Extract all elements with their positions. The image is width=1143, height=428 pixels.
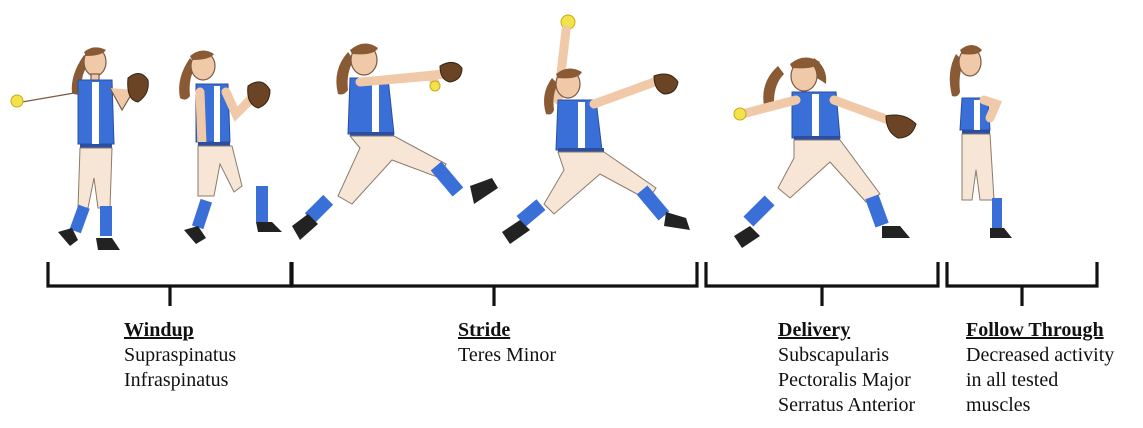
pitcher-figure-stride-2 — [502, 15, 690, 244]
phase-delivery: Delivery Subscapularis Pectoralis Major … — [778, 318, 915, 418]
phase-title-delivery: Delivery — [778, 318, 915, 343]
bracket-stride — [291, 262, 697, 306]
muscle-label: Pectoralis Major — [778, 368, 915, 393]
phase-follow-through: Follow Through Decreased activity in all… — [966, 318, 1114, 418]
pitcher-figure-follow-through — [950, 45, 1012, 238]
pitcher-figure-delivery — [734, 57, 916, 248]
muscle-label: Supraspinatus — [124, 343, 236, 368]
phase-title-stride: Stride — [458, 318, 556, 343]
bracket-follow-through — [947, 262, 1097, 306]
pitcher-figure-stride-1 — [292, 43, 498, 240]
muscle-label: in all tested — [966, 368, 1114, 393]
muscle-label: Infraspinatus — [124, 368, 236, 393]
muscle-label: muscles — [966, 393, 1114, 418]
pitcher-figure-windup-1 — [11, 47, 148, 250]
bracket-delivery — [706, 262, 938, 306]
pitcher-figure-windup-2 — [179, 50, 282, 244]
phase-title-follow-through: Follow Through — [966, 318, 1114, 343]
muscle-label: Teres Minor — [458, 343, 556, 368]
phase-stride: Stride Teres Minor — [458, 318, 556, 368]
bracket-windup — [48, 262, 292, 306]
phase-title-windup: Windup — [124, 318, 236, 343]
phase-windup: Windup Supraspinatus Infraspinatus — [124, 318, 236, 393]
muscle-label: Decreased activity — [966, 343, 1114, 368]
muscle-label: Serratus Anterior — [778, 393, 915, 418]
muscle-label: Subscapularis — [778, 343, 915, 368]
